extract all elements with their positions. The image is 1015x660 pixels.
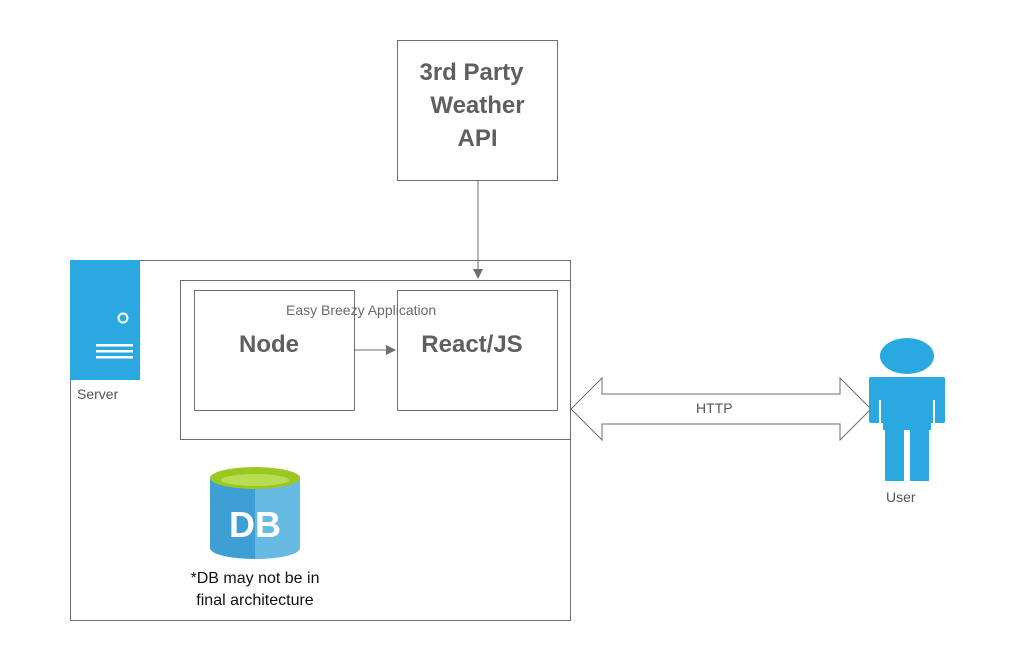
database-note: *DB may not be in final architecture	[165, 568, 345, 612]
weather-api-line-1: 3rd Party	[419, 59, 524, 86]
http-label: HTTP	[696, 400, 733, 416]
weather-api-box	[397, 40, 558, 181]
react-box	[397, 290, 558, 411]
server-label: Server	[77, 386, 119, 402]
server-icon	[70, 260, 140, 380]
application-label: Easy Breezy Application	[286, 302, 437, 318]
user-label: User	[886, 489, 916, 505]
react-label: React/JS	[421, 331, 523, 358]
database-icon: DB	[210, 467, 300, 559]
node-label: Node	[239, 331, 299, 358]
user-icon	[869, 338, 945, 481]
database-icon-text: DB	[229, 504, 281, 545]
node-box	[194, 290, 355, 411]
weather-api-line-2: Weather	[430, 92, 525, 119]
database-note-line-2: final architecture	[196, 592, 314, 609]
weather-api-label: 3rd Party Weather API	[397, 56, 558, 155]
weather-api-line-3: API	[457, 125, 498, 152]
database-note-line-1: *DB may not be in	[190, 570, 320, 587]
